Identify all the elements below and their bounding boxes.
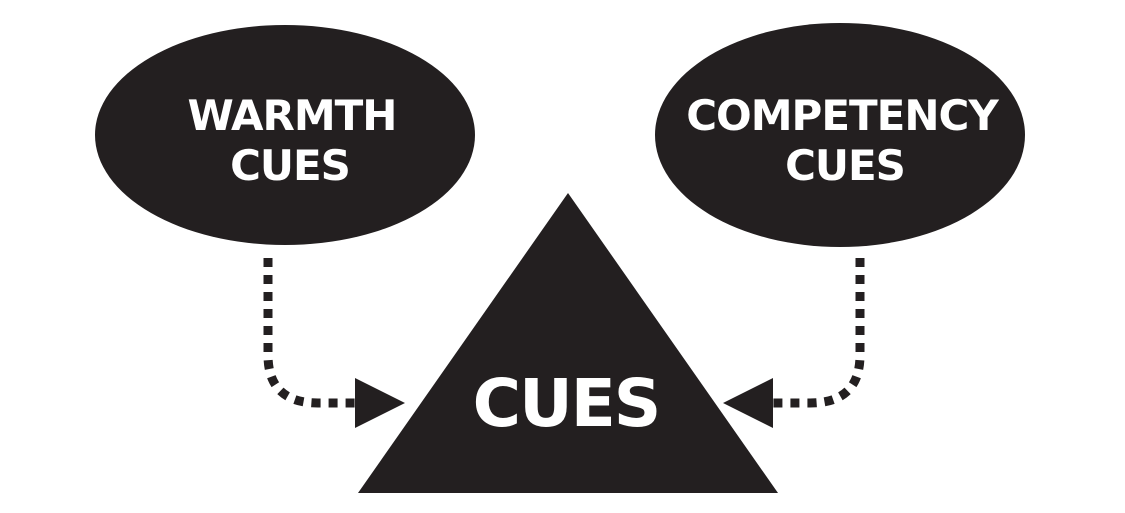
cues-triangle	[358, 193, 778, 493]
competency-to-cues-arrowhead	[723, 378, 773, 428]
competency-cues-label-line1: COMPETENCY	[686, 91, 999, 140]
competency-cues-label-line2: CUES	[785, 141, 905, 190]
competency-to-cues-dotted-line	[773, 258, 865, 408]
cues-label: CUES	[473, 365, 660, 442]
warmth-cues-label-line1: WARMTH	[188, 91, 397, 140]
competency-cues-ellipse	[655, 23, 1025, 247]
warmth-cues-node: WARMTH CUES	[95, 25, 475, 245]
warmth-to-cues-arrowhead	[355, 378, 405, 428]
competency-to-cues-arrow	[723, 258, 865, 428]
warmth-to-cues-arrow	[263, 258, 405, 428]
cues-node: CUES	[358, 193, 778, 493]
warmth-to-cues-dotted-line	[263, 258, 355, 408]
warmth-cues-ellipse	[95, 25, 475, 245]
competency-cues-node: COMPETENCY CUES	[655, 23, 1025, 247]
warmth-cues-label-line2: CUES	[230, 141, 350, 190]
